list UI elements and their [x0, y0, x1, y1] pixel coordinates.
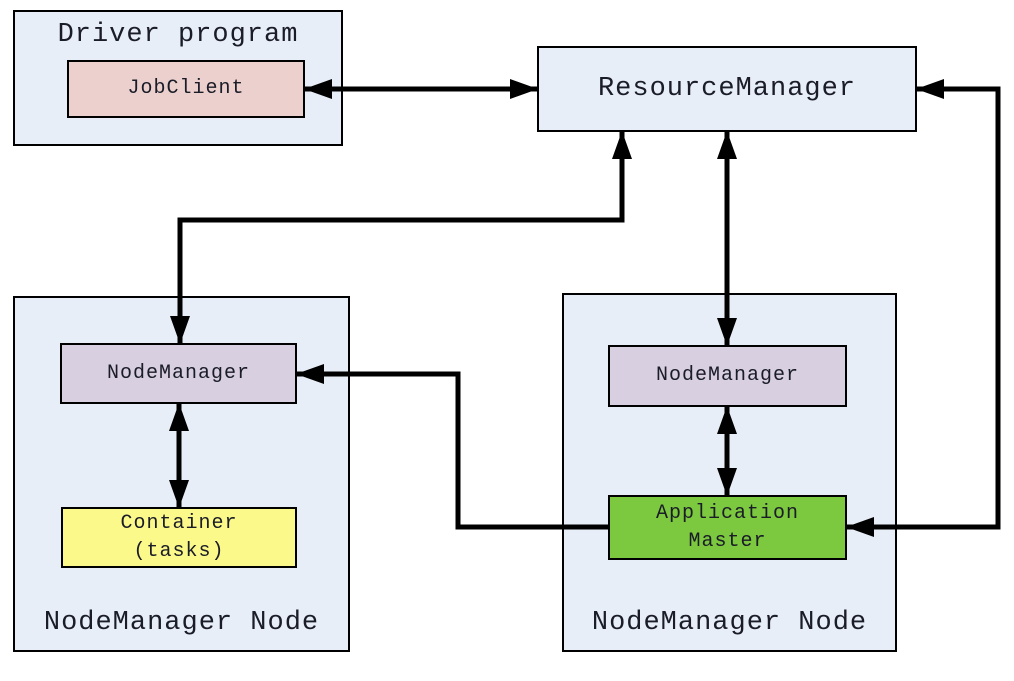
jobclient-node: JobClient [67, 60, 305, 118]
resource-manager-label: ResourceManager [597, 74, 857, 104]
left-nodemanager-node-group: NodeManager Container (tasks) NodeManage… [13, 296, 350, 652]
right-node-label: NodeManager Node [591, 608, 868, 638]
application-master-node: Application Master [608, 495, 847, 560]
jobclient-label: JobClient [127, 77, 245, 100]
container-label-line2: (tasks) [133, 539, 225, 563]
driver-program-title: Driver program [57, 20, 299, 50]
driver-program-group: Driver program JobClient [13, 10, 343, 146]
container-tasks-node: Container (tasks) [61, 507, 297, 568]
right-nodemanager-label: NodeManager [655, 364, 800, 387]
application-master-line1: Application [655, 501, 800, 525]
resource-manager-node: ResourceManager [537, 46, 917, 132]
left-nodemanager-node: NodeManager [60, 343, 297, 404]
left-nodemanager-label: NodeManager [106, 361, 251, 385]
right-nodemanager-node-group: NodeManager Application Master NodeManag… [562, 293, 897, 652]
container-label-line1: Container [120, 511, 238, 535]
application-master-line2: Master [688, 529, 767, 553]
right-nodemanager-node: NodeManager [608, 345, 847, 407]
left-node-label: NodeManager Node [43, 608, 320, 638]
